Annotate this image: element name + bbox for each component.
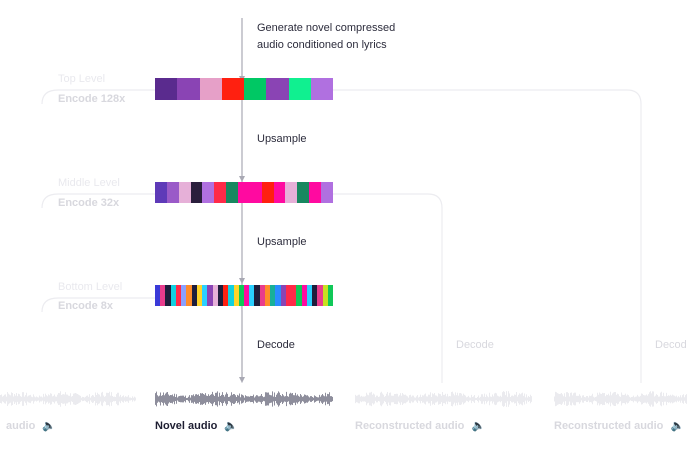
reconstructed-audio-text-2: Reconstructed audio [554,420,664,432]
side-decode-label-1: Decode [456,339,494,351]
speaker-icon[interactable]: 🔈 [670,420,685,432]
top-level-token [221,78,244,100]
bottom-level-token [280,285,286,306]
middle-level-token [178,182,191,203]
middle-level-token [249,182,262,203]
decode-step: Decode [257,339,295,351]
bottom-level-token [275,285,281,306]
middle-level-token [202,182,215,203]
bottom-level-token [285,285,292,306]
reconstructed-audio-label-2: Reconstructed audio 🔈 [554,419,684,432]
bottom-level-token [264,285,271,306]
middle-level-token [214,182,227,203]
bottom-level-token [291,285,297,306]
bottom-level-token [170,285,176,306]
bottom-level-token [223,285,229,306]
bottom-level-token [322,285,328,306]
middle-level-token [309,182,322,203]
speaker-icon[interactable]: 🔈 [471,420,486,432]
bottom-level-token [306,285,313,306]
bottom-level-token [196,285,203,306]
top-level-token [266,78,289,100]
speaker-icon[interactable]: 🔈 [224,420,239,432]
left-audio-text: audio [6,420,36,432]
bottom-level-encode-label: Encode 8x [58,300,114,312]
bottom-level-token [186,285,192,306]
upsample-step-1: Upsample [257,133,307,145]
middle-level-label: Middle Level [58,177,120,189]
generation-description: Generate novel compressed audio conditio… [257,20,395,54]
top-level-token [288,78,311,100]
bottom-level-token [160,285,166,306]
speaker-icon[interactable]: 🔈 [42,420,57,432]
bottom-level-token [249,285,255,306]
bottom-level-token [165,285,171,306]
upsample-step-2: Upsample [257,236,307,248]
middle-level-token [297,182,310,203]
top-level-encode-label: Encode 128x [58,93,126,105]
novel-audio-waveform [155,391,333,407]
middle-level-token [238,182,250,203]
reconstructed-waveform-1 [355,391,532,407]
bottom-level-token [254,285,260,306]
bottom-level-token [317,285,323,306]
middle-level-token [321,182,333,203]
top-level-token [310,78,333,100]
bottom-level-token [228,285,234,306]
reconstructed-audio-label-1: Reconstructed audio 🔈 [355,419,485,432]
top-level-token [177,78,200,100]
bottom-level-token [296,285,302,306]
novel-audio-text: Novel audio [155,420,218,432]
bottom-level-label: Bottom Level [58,281,123,293]
top-level-token [199,78,222,100]
middle-level-token [166,182,179,203]
bottom-level-token [259,285,265,306]
middle-level-token [285,182,298,203]
bottom-level-token [238,285,244,306]
middle-level-token [273,182,286,203]
middle-level-token-strip [155,182,333,203]
reconstructed-waveform-2 [554,391,687,407]
top-level-token [155,78,178,100]
top-level-label: Top Level [58,73,106,85]
left-audio-label: audio 🔈 [6,419,56,432]
description-line-2: audio conditioned on lyrics [257,39,387,51]
reconstructed-audio-text-1: Reconstructed audio [355,420,465,432]
middle-level-token [261,182,274,203]
bottom-level-token [181,285,187,306]
bottom-level-token [270,285,276,306]
bottom-level-token [243,285,250,306]
bottom-level-token [301,285,307,306]
side-decode-label-2: Decode [655,339,687,351]
middle-level-token [155,182,167,203]
bottom-level-token [233,285,239,306]
bottom-level-token [217,285,224,306]
middle-level-token [190,182,203,203]
bottom-level-token [327,285,333,306]
bottom-level-token [155,285,161,306]
middle-level-token [226,182,239,203]
bottom-level-token [212,285,218,306]
top-level-token [244,78,267,100]
middle-level-encode-label: Encode 32x [58,197,120,209]
bottom-level-token [207,285,213,306]
bottom-level-token-strip [155,285,333,306]
bottom-level-token [191,285,197,306]
bottom-level-token [312,285,318,306]
top-level-token-strip [155,78,333,100]
novel-audio-label: Novel audio 🔈 [155,419,238,432]
description-line-1: Generate novel compressed [257,22,396,34]
bottom-level-token [175,285,182,306]
left-waveform [0,391,136,407]
bottom-level-token [202,285,208,306]
